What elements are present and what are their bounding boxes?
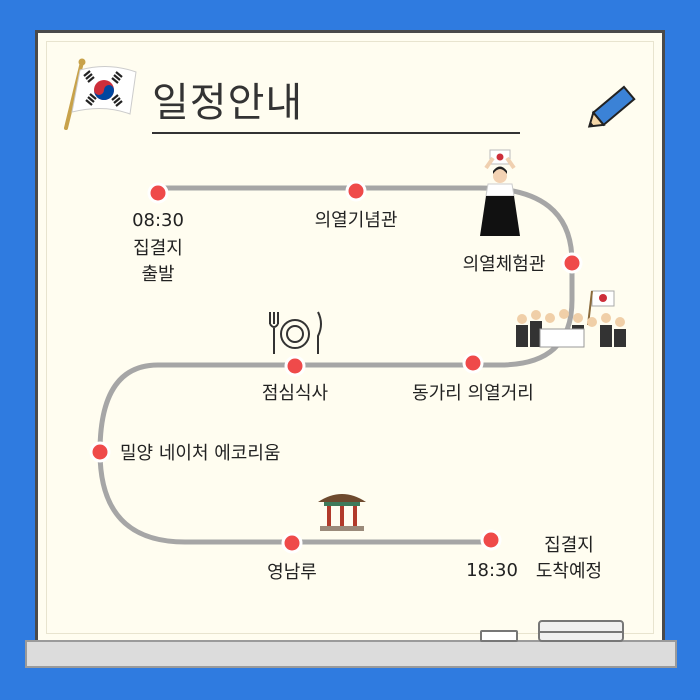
board-tray <box>25 640 677 668</box>
end-time-label: 18:30 <box>466 560 518 581</box>
stop-dot-yeongnamru <box>281 532 303 554</box>
start-place-label-line1: 집결지 <box>133 238 183 259</box>
stop-label-yeongnamru: 영남루 <box>267 562 317 583</box>
end-place-label-line1: 집결지 <box>544 535 594 556</box>
fork-plate-knife-icon <box>269 311 322 354</box>
stop-dot-experience-hall <box>561 252 583 274</box>
stop-label-ecorium: 밀양 네이처 에코리움 <box>120 443 281 464</box>
stop-dot-ecorium <box>89 441 111 463</box>
start-time-label: 08:30 <box>132 210 184 231</box>
pencil-icon <box>587 85 636 128</box>
stop-label-experience-hall: 의열체험관 <box>462 254 546 275</box>
title-underline <box>152 132 520 134</box>
chalk-icon <box>480 630 518 642</box>
stop-dot-lunch <box>284 355 306 377</box>
stop-label-street: 동가리 의열거리 <box>412 383 534 404</box>
stop-dot-street <box>462 352 484 374</box>
stop-dot-end <box>480 529 502 551</box>
end-place-label-line2: 도착예정 <box>535 561 603 582</box>
stop-label-memorial-hall: 의열기념관 <box>314 210 398 231</box>
korean-flag-icon <box>64 58 137 130</box>
crowd-protest-icon <box>516 290 626 348</box>
woman-with-flag-icon <box>480 149 520 236</box>
pavilion-icon <box>318 494 366 531</box>
stop-dot-start <box>147 182 169 204</box>
page-title: 일정안내 <box>152 80 304 126</box>
stop-label-lunch: 점심식사 <box>261 383 329 404</box>
eraser-icon <box>538 620 624 642</box>
stop-dot-memorial-hall <box>345 180 367 202</box>
start-place-label-line2: 출발 <box>141 264 175 285</box>
